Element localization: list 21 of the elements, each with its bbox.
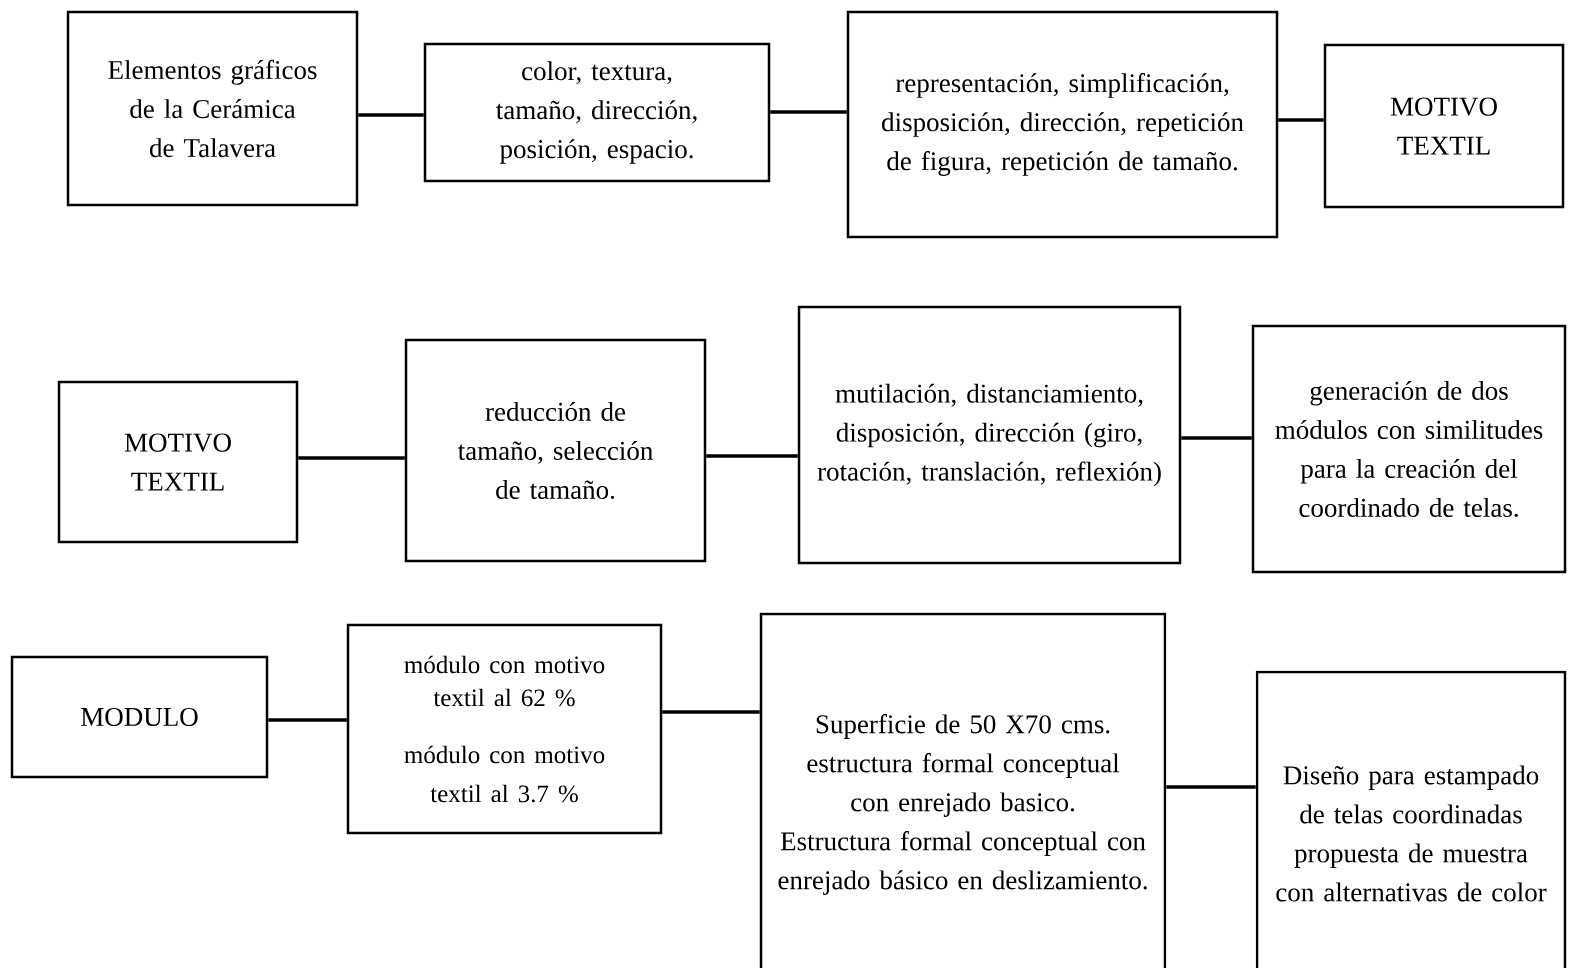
process-box: reducción de tamaño, selección de tamaño. [404,338,707,563]
process-box: Diseño para estampado de telas coordinadas propuesta de muestra con alternativas de color [1255,670,1567,968]
process-box: color, textura, tamaño, dirección, posición, espacio. [423,42,771,183]
connector-line [1166,785,1256,789]
process-box: MOTIVO TEXTIL [57,380,299,544]
process-box: generación de dos módulos con similitudes para la creación del coordinado de telas. [1251,324,1567,574]
process-box: Elementos gráficos de la Cerámica de Talavera [66,10,359,207]
connector-line [1278,118,1324,122]
process-box: representación, simplificación, disposición, dirección, repetición de figura, repetición de tamaño. [846,10,1279,239]
connector-line [770,110,847,114]
process-box: módulo con motivo textil al 62 % módulo con motivo textil al 3.7 % [346,623,663,835]
process-box: MOTIVO TEXTIL [1323,43,1565,209]
process-box: MODULO [10,655,269,779]
process-box: mutilación, distanciamiento, disposición, dirección (giro, rotación, translación, reflexión) [797,305,1182,565]
connector-line [268,718,347,722]
connector-line [1181,436,1252,440]
connector-line [298,456,405,460]
connector-line [662,710,760,714]
process-box: Superficie de 50 X70 cms. estructura formal conceptual con enrejado basico. Estructura formal conceptual con enrejado básico en deslizamiento. [759,612,1167,968]
connector-line [358,113,424,117]
connector-line [706,454,798,458]
